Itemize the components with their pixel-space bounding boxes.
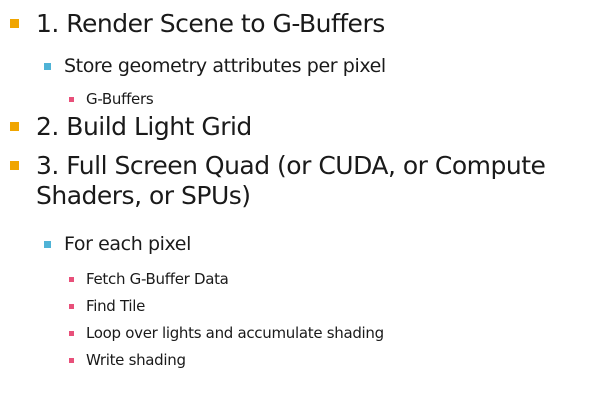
- square-bullet-icon: [10, 19, 19, 28]
- bullet-text: G-Buffers: [86, 90, 154, 108]
- square-bullet-icon: [44, 63, 51, 70]
- square-bullet-icon: [10, 161, 19, 170]
- bullet-item-find-tile: Find Tile: [69, 297, 146, 315]
- square-bullet-icon: [69, 277, 74, 282]
- bullet-item-write-shading: Write shading: [69, 351, 186, 369]
- bullet-text: For each pixel: [64, 233, 191, 255]
- square-bullet-icon: [69, 358, 74, 363]
- bullet-text: Find Tile: [86, 297, 146, 315]
- bullet-text: 2. Build Light Grid: [36, 112, 252, 141]
- bullet-text: Loop over lights and accumulate shading: [86, 324, 384, 342]
- bullet-text: 1. Render Scene to G-Buffers: [36, 9, 385, 38]
- bullet-item-store-geometry: Store geometry attributes per pixel: [44, 54, 386, 78]
- bullet-item-loop-lights: Loop over lights and accumulate shading: [69, 324, 384, 342]
- square-bullet-icon: [69, 97, 74, 102]
- bullet-text: Fetch G-Buffer Data: [86, 270, 229, 288]
- bullet-item-full-screen-quad: 3. Full Screen Quad (or CUDA, or Compute…: [10, 151, 596, 211]
- bullet-text: Store geometry attributes per pixel: [64, 55, 386, 77]
- bullet-text: Write shading: [86, 351, 186, 369]
- bullet-item-fetch-gbuffer: Fetch G-Buffer Data: [69, 270, 229, 288]
- square-bullet-icon: [10, 122, 19, 131]
- square-bullet-icon: [69, 304, 74, 309]
- bullet-item-render-scene: 1. Render Scene to G-Buffers: [10, 9, 385, 39]
- bullet-item-for-each-pixel: For each pixel: [44, 232, 191, 256]
- square-bullet-icon: [44, 241, 51, 248]
- square-bullet-icon: [69, 331, 74, 336]
- bullet-item-build-light-grid: 2. Build Light Grid: [10, 112, 252, 142]
- bullet-item-g-buffers: G-Buffers: [69, 90, 154, 108]
- bullet-text: 3. Full Screen Quad (or CUDA, or Compute…: [36, 151, 546, 210]
